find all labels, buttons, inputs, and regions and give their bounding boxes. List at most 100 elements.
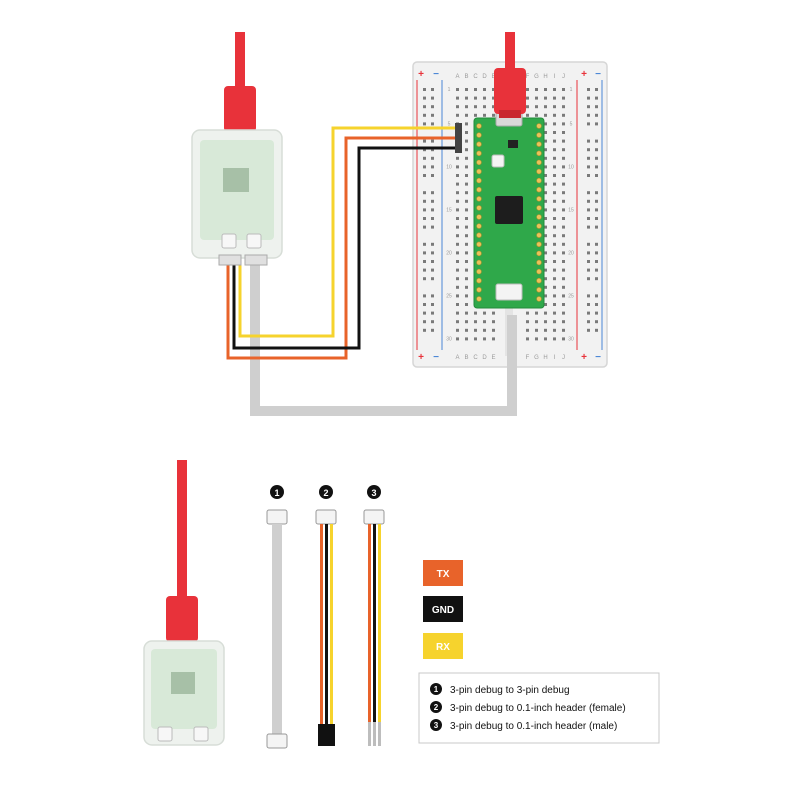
breadboard-hole — [526, 311, 529, 315]
cable-2-wire-rx — [330, 524, 333, 724]
pico-pin — [536, 268, 542, 275]
breadboard-hole — [465, 268, 468, 272]
breadboard-hole — [465, 251, 468, 255]
breadboard-row-number-right: 20 — [568, 250, 574, 256]
breadboard-hole — [456, 294, 459, 298]
breadboard-hole — [423, 277, 426, 281]
breadboard-hole — [423, 156, 426, 160]
pico-pin — [536, 141, 542, 147]
cable-3-male-pin-3 — [378, 722, 381, 746]
breadboard-column-letter: E — [491, 74, 495, 80]
breadboard-hole — [544, 251, 547, 255]
breadboard-hole — [456, 113, 459, 117]
breadboard-hole — [423, 165, 426, 169]
pico-pin — [476, 214, 482, 220]
breadboard-hole — [544, 88, 547, 91]
breadboard-hole — [544, 182, 547, 186]
breadboard-hole — [553, 311, 556, 315]
pico-pin — [476, 177, 482, 184]
breadboard-column-letter: B — [464, 74, 468, 80]
breadboard-hole — [456, 285, 459, 289]
breadboard-hole — [456, 165, 459, 169]
breadboard-hole — [544, 268, 547, 272]
breadboard-hole — [595, 88, 598, 91]
pico-pin — [476, 223, 482, 229]
probe-connector-right-top — [244, 254, 268, 266]
breadboard-hole — [456, 328, 459, 332]
breadboard-hole — [526, 337, 529, 341]
breadboard-hole — [465, 139, 468, 143]
breadboard-hole — [474, 105, 477, 109]
breadboard-hole — [562, 328, 565, 332]
legend-label-rx: RX — [436, 642, 450, 653]
breadboard-hole — [456, 96, 459, 100]
breadboard-hole — [587, 139, 590, 143]
pico-pin — [476, 196, 482, 202]
breadboard-column-letter: D — [482, 74, 487, 80]
breadboard-hole — [474, 88, 477, 91]
breadboard-hole — [423, 242, 426, 246]
probe-usb-plug-bottom — [166, 596, 198, 642]
breadboard-hole — [587, 96, 590, 100]
breadboard-hole — [456, 303, 459, 306]
breadboard-hole — [595, 191, 598, 195]
breadboard-column-letter: C — [473, 355, 478, 361]
breadboard-hole — [535, 328, 538, 332]
breadboard-hole — [465, 148, 468, 152]
pico-usb-cable — [494, 32, 526, 118]
breadboard-hole — [431, 122, 434, 126]
breadboard-hole — [595, 199, 598, 203]
pico-pin — [476, 159, 482, 166]
breadboard-hole — [595, 320, 598, 324]
breadboard-hole — [562, 217, 565, 220]
breadboard-hole — [562, 96, 565, 100]
breadboard-column-letter: I — [554, 355, 556, 361]
breadboard-hole — [465, 88, 468, 91]
cable-legend-badge-2 — [430, 701, 442, 713]
debug-probe-top — [191, 32, 283, 266]
breadboard-hole — [423, 191, 426, 195]
breadboard-hole — [587, 328, 590, 332]
breadboard-hole — [587, 88, 590, 91]
pico-pin — [536, 168, 542, 175]
breadboard-hole — [544, 217, 547, 220]
breadboard-hole — [562, 320, 565, 324]
breadboard-hole — [544, 303, 547, 306]
breadboard-hole — [483, 105, 486, 109]
breadboard-hole — [431, 191, 434, 195]
probe-usb-plug-top — [224, 86, 256, 132]
breadboard-hole — [587, 113, 590, 117]
cable-2-badge — [319, 485, 333, 499]
breadboard-hole — [431, 165, 434, 169]
breadboard-hole — [431, 217, 434, 220]
breadboard-column-letter: J — [562, 74, 565, 80]
pico-pin — [536, 132, 542, 138]
breadboard-row-number-left: 20 — [446, 250, 452, 256]
breadboard-hole — [562, 234, 565, 238]
breadboard-hole — [456, 208, 459, 212]
cable-3-wire-tx — [368, 524, 371, 724]
breadboard-hole — [553, 96, 556, 100]
breadboard-hole — [553, 122, 556, 126]
breadboard-hole — [465, 225, 468, 229]
pico-pin — [476, 205, 482, 211]
breadboard-hole — [587, 225, 590, 229]
breadboard-hole — [562, 199, 565, 203]
breadboard-hole — [587, 217, 590, 220]
breadboard-hole — [431, 303, 434, 306]
breadboard-hole — [423, 328, 426, 332]
breadboard-hole — [553, 131, 556, 134]
cable-3-badge-number: 3 — [371, 488, 376, 498]
pico-pin — [476, 241, 482, 248]
breadboard-hole — [465, 311, 468, 315]
breadboard-hole — [535, 320, 538, 324]
cable-2-badge-number: 2 — [323, 488, 328, 498]
breadboard-hole — [595, 260, 598, 263]
breadboard-column-letter: C — [473, 74, 478, 80]
breadboard-hole — [562, 105, 565, 109]
rx-wire — [238, 126, 458, 338]
breadboard-hole — [423, 113, 426, 117]
breadboard-hole — [456, 260, 459, 263]
breadboard-hole — [431, 260, 434, 263]
breadboard-hole — [456, 199, 459, 203]
